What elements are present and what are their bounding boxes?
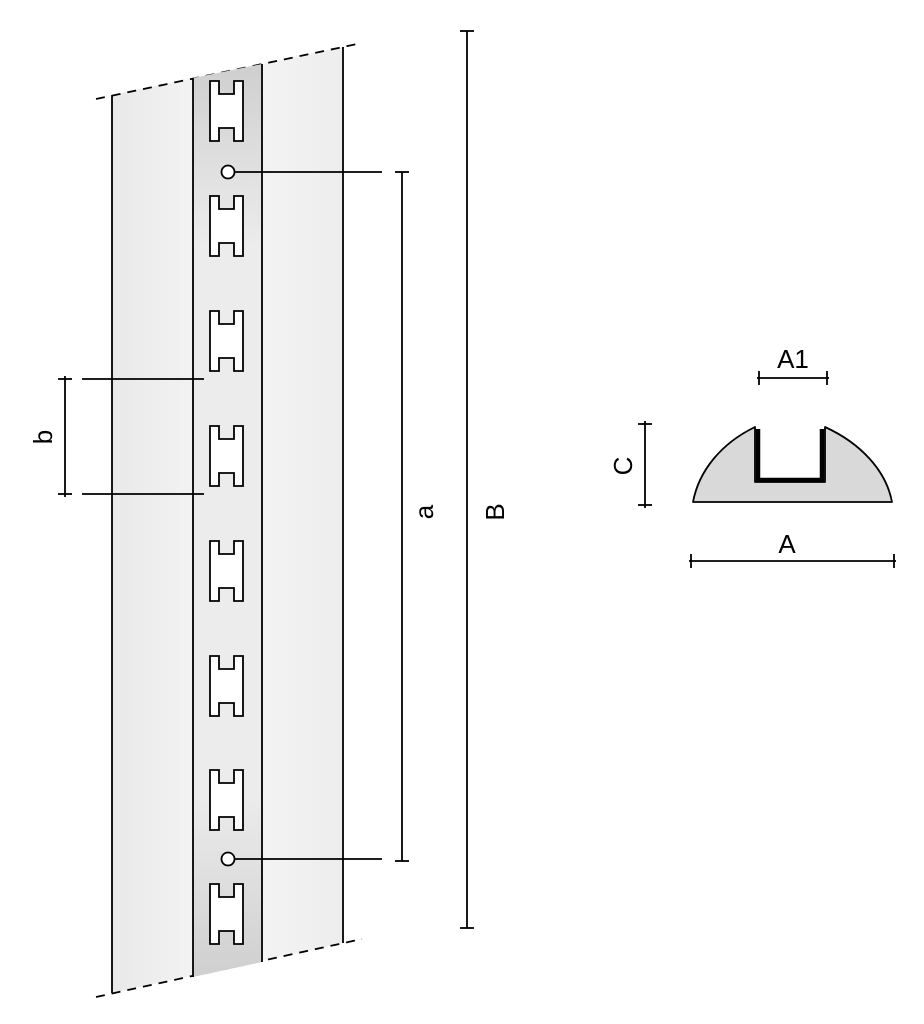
- profile-body: [692, 426, 893, 503]
- dimension-A1: A1: [757, 344, 829, 385]
- slot-6: [209, 655, 244, 717]
- dimension-C: C: [608, 421, 652, 508]
- slotted-strip: [192, 64, 263, 977]
- strip-slots: [209, 80, 244, 945]
- label-C: C: [608, 457, 638, 476]
- slot-1: [209, 80, 244, 142]
- dimension-a: a: [235, 171, 439, 862]
- label-a: a: [409, 504, 439, 519]
- mounting-hole-top: [220, 164, 236, 180]
- label-b: b: [28, 430, 58, 444]
- label-B: B: [480, 503, 510, 520]
- mounting-hole-bottom: [220, 851, 236, 867]
- slot-4: [209, 425, 244, 487]
- slot-7: [209, 769, 244, 831]
- label-A: A: [778, 529, 796, 559]
- slot-3: [209, 310, 244, 372]
- slot-2: [209, 195, 244, 257]
- dimension-A: A: [689, 529, 896, 568]
- strip-body: [193, 64, 262, 977]
- profile-section: A1 C A: [608, 344, 896, 568]
- slot-5: [209, 540, 244, 602]
- label-A1: A1: [777, 344, 809, 374]
- dimension-B: B: [460, 30, 510, 929]
- profile-channel: [755, 429, 825, 483]
- slot-8: [209, 883, 244, 945]
- dimension-b: b: [28, 376, 204, 497]
